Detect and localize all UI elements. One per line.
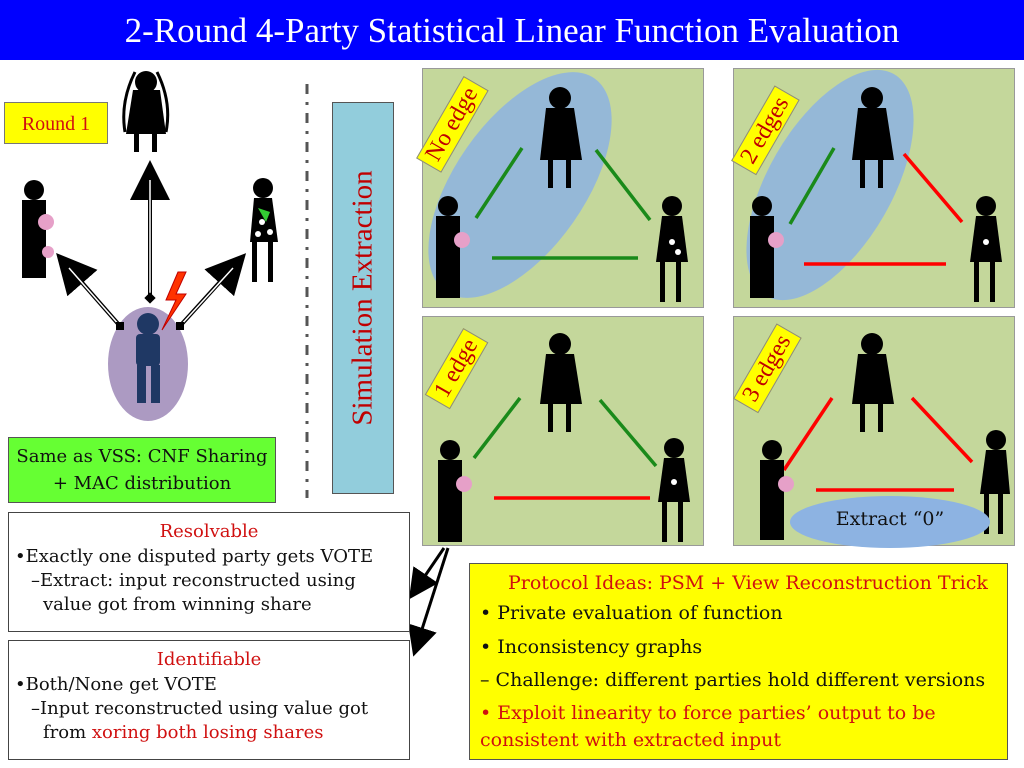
protocol-item-3: – Challenge: different parties hold diff… <box>480 669 986 691</box>
protocol-item-4b: consistent with extracted input <box>480 729 782 751</box>
resolvable-sub-1: –Extract: input reconstructed using <box>31 570 356 591</box>
party-figure-right <box>970 196 1002 302</box>
identifiable-box: Identifiable •Both/None get VOTE –Input … <box>8 640 410 760</box>
edge-green <box>788 147 836 225</box>
party-figure-top <box>122 71 170 152</box>
party-figure-left <box>750 196 784 298</box>
identifiable-sub-2-red: xoring both losing shares <box>91 722 324 743</box>
party-figure-right <box>658 438 690 542</box>
edge-green <box>474 147 524 219</box>
lightning-icon <box>161 271 187 331</box>
protocol-item-2: • Inconsistency graphs <box>480 636 703 658</box>
highlight-ellipse <box>746 69 914 301</box>
edge-red <box>910 396 974 464</box>
party-figure-right <box>656 196 688 302</box>
round-label: Round 1 <box>4 102 108 144</box>
resolvable-bullet: •Exactly one disputed party gets VOTE <box>15 546 374 567</box>
sharing-illustration <box>22 71 309 498</box>
edge-green <box>472 396 522 460</box>
pointer-arrows <box>408 547 450 657</box>
party-figure-right <box>980 430 1010 534</box>
resolvable-sub-2: value got from winning share <box>43 594 312 615</box>
edge-red <box>902 152 964 224</box>
party-figure-right <box>250 178 278 282</box>
party-figure-top <box>852 87 894 188</box>
party-figure-left <box>22 180 54 278</box>
identifiable-bullet: •Both/None get VOTE <box>15 674 217 695</box>
identifiable-sub-2: from xoring both losing shares <box>43 722 409 743</box>
identifiable-sub-1: –Input reconstructed using value got <box>31 698 369 719</box>
page-title: 2-Round 4-Party Statistical Linear Funct… <box>0 0 1024 60</box>
extract-label: Extract “0” <box>835 508 945 530</box>
protocol-ideas-box: Protocol Ideas: PSM + View Reconstructio… <box>469 563 1008 760</box>
protocol-heading: Protocol Ideas: PSM + View Reconstructio… <box>508 572 988 594</box>
arrow-to-identifiable <box>408 547 450 657</box>
simulation-extraction-box <box>332 102 394 494</box>
highlight-ellipse <box>428 72 612 298</box>
party-figure-top <box>540 333 582 432</box>
extract-ellipse <box>790 496 990 548</box>
resolvable-heading: Resolvable <box>159 521 259 542</box>
vss-line-1: Same as VSS: CNF Sharing <box>16 446 268 467</box>
arrow-to-resolvable <box>408 547 446 600</box>
vss-info-box: Same as VSS: CNF Sharing + MAC distribut… <box>8 437 276 503</box>
identifiable-sub-2-plain: from <box>43 722 92 743</box>
vss-line-2: + MAC distribution <box>52 473 232 494</box>
party-figure-top <box>540 87 582 188</box>
edge-green <box>594 148 652 222</box>
protocol-item-4a: • Exploit linearity to force parties’ ou… <box>480 702 936 724</box>
party-figure-top <box>852 333 894 432</box>
party-figure-left <box>436 196 470 298</box>
dealer-figure <box>136 313 160 403</box>
inconsistency-graphs <box>428 69 1010 542</box>
edge-green <box>598 398 658 468</box>
protocol-item-1: • Private evaluation of function <box>480 602 783 624</box>
party-figure-left <box>760 440 794 540</box>
edge-red <box>782 397 834 471</box>
identifiable-heading: Identifiable <box>156 649 262 670</box>
resolvable-box: Resolvable •Exactly one disputed party g… <box>8 512 410 632</box>
party-figure-left <box>438 440 472 542</box>
